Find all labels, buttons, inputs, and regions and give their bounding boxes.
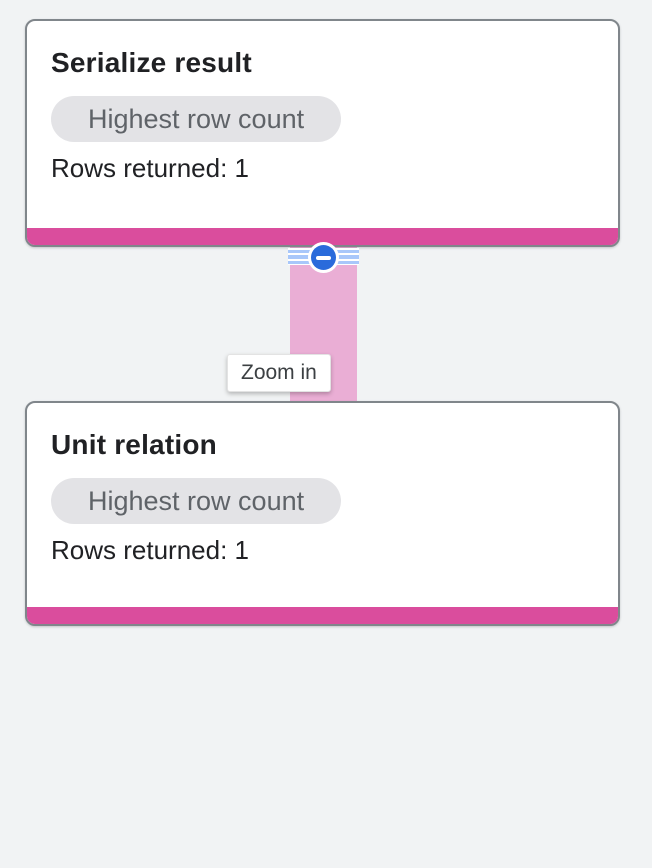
row-count-severity-bar <box>27 607 618 624</box>
collapse-circle-icon <box>311 245 336 270</box>
row-count-severity-bar <box>27 228 618 245</box>
tooltip-label: Zoom in <box>241 361 317 384</box>
stage-title: Serialize result <box>51 47 252 78</box>
stage-node-serialize-result[interactable]: Serialize result Highest row count Rows … <box>25 19 620 247</box>
collapse-edge-button[interactable] <box>308 242 339 273</box>
rows-returned-label: Rows returned: 1 <box>51 535 249 565</box>
highest-row-count-badge: Highest row count <box>51 96 342 142</box>
stage-title: Unit relation <box>51 429 217 460</box>
rows-returned-label: Rows returned: 1 <box>51 153 249 183</box>
highest-row-count-badge: Highest row count <box>51 478 342 524</box>
stage-node-unit-relation[interactable]: Unit relation Highest row count Rows ret… <box>25 401 620 626</box>
zoom-in-tooltip: Zoom in <box>227 354 331 392</box>
minus-icon <box>316 255 331 260</box>
